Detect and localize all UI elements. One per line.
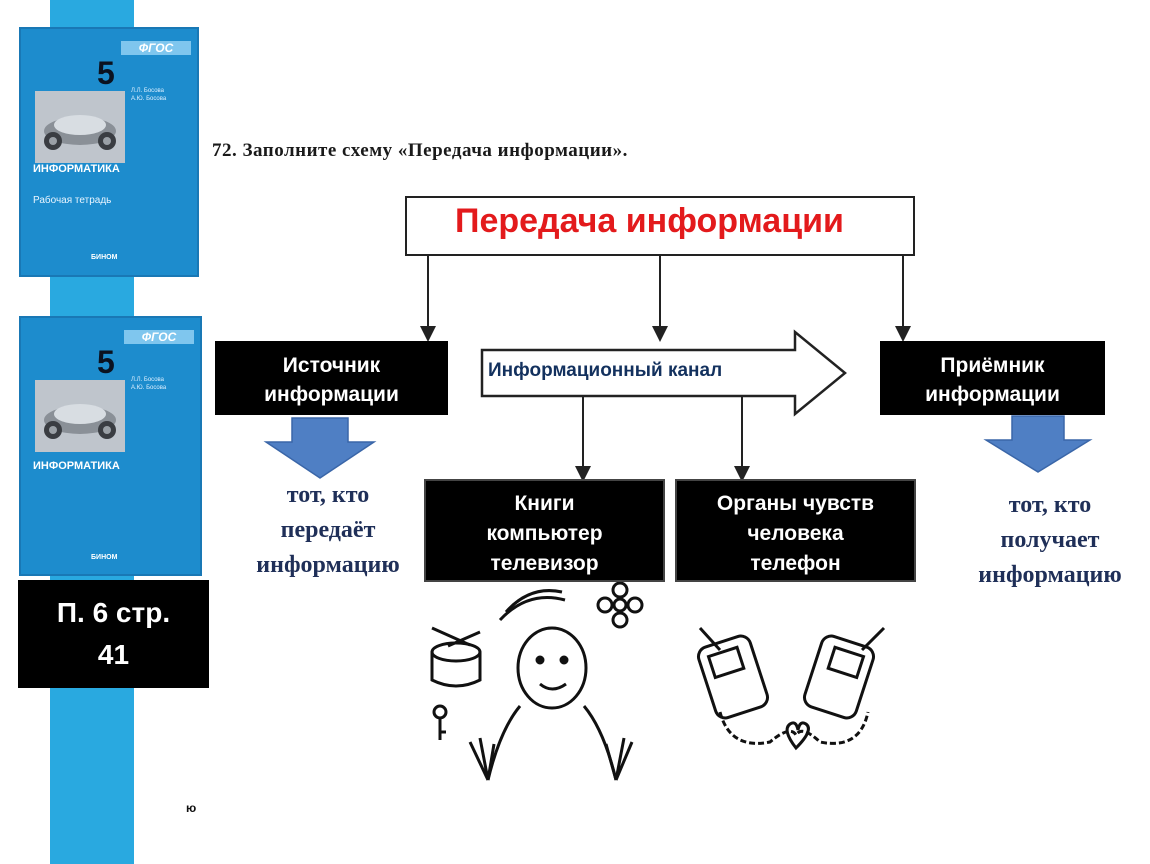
grade-number: 5 [97,344,115,380]
subject-title: ИНФОРМАТИКА [33,163,120,175]
authors: Л.Л. Босова А.Ю. Босова [131,88,167,102]
fgos-label: ФГОС [124,330,194,344]
title-box [405,196,915,256]
down-arrow-left-icon [263,417,377,479]
channel-arrow-shape [480,329,847,417]
source-note: тот, кто передаёт информацию [256,482,400,578]
receiver-box: Приёмник информации [880,341,1105,415]
grade-number: 5 [97,55,115,91]
workbook-cover: ФГОС 5 Л.Л. Босова А.Ю. Босова ИНФОРМАТИ… [19,27,199,277]
svg-text:ю: ю [186,801,196,815]
fgos-label: ФГОС [121,41,191,55]
boy-drawing-icon [430,581,644,781]
receiver-note: тот, кто получает информацию [978,492,1122,588]
workbook-label: Рабочая тетрадь [33,195,112,206]
channel-examples-box: Книги компьютер телевизор [424,479,665,582]
publisher-logo: БИНОМ [91,254,118,261]
task-heading: 72. Заполните схему «Передача информации… [212,140,628,161]
down-arrow-right-icon [983,415,1093,473]
authors: Л.Л. Босова А.Ю. Босова [131,377,167,391]
robot-car-image [35,380,125,452]
channel-label: Информационный канал [488,360,723,381]
publisher-logo: БИНОМ [91,554,118,561]
diagram-title: Передача информации [455,202,844,240]
robot-car-image [35,91,125,163]
textbook-cover: ФГОС 5 Л.Л. Босова А.Ю. Босова ИНФОРМАТИ… [19,316,202,576]
source-box: Источник информации [215,341,448,415]
receiver-examples-box: Органы чувств человека телефон [675,479,916,582]
subject-title: ИНФОРМАТИКА [33,460,120,472]
page-reference-badge: П. 6 стр. 41 [18,580,209,688]
phones-drawing-icon [696,626,886,751]
